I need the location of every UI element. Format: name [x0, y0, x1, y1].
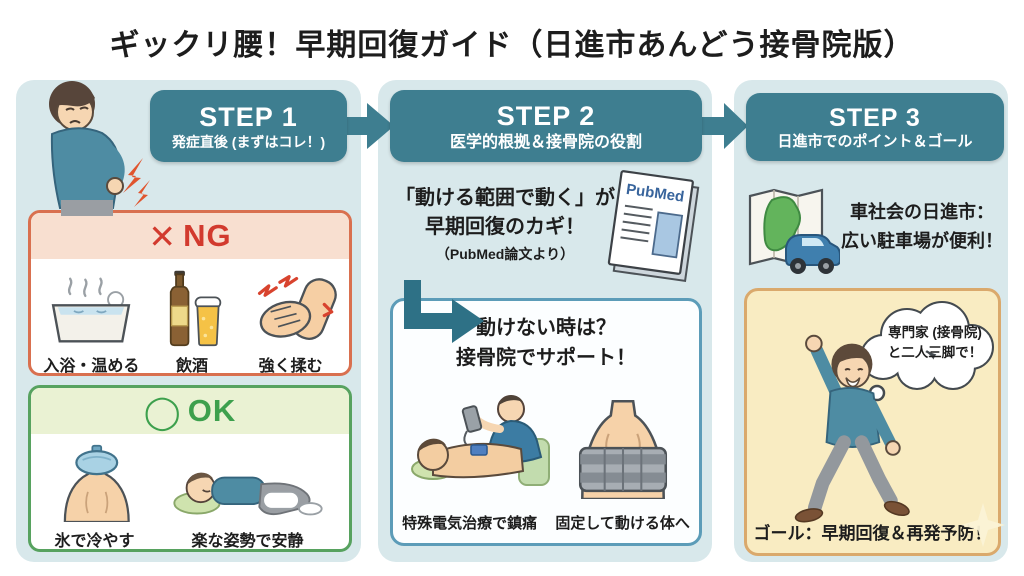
ng-item-massage: 強く揉む [245, 273, 337, 375]
step3-header: STEP 3 日進市でのポイント＆ゴール [746, 93, 1004, 161]
pubmed-paper-icon: PubMed [607, 170, 700, 282]
support-box: 動けない時は？ 接骨院でサポート！ 特殊電気 [390, 298, 702, 546]
thought-line1: 専門家 (接骨院) [888, 325, 982, 340]
support-heading-line1: 動けない時は？ [476, 317, 616, 339]
elbow-arrow-icon [404, 280, 484, 343]
ice-pack-back-icon [63, 444, 130, 522]
beer-icon [169, 270, 222, 347]
ok-header: ◯ OK [31, 388, 349, 434]
caption-brace: 固定して動ける体へ [555, 515, 690, 532]
car-message-line1: 車社会の日進市： [850, 202, 994, 222]
ng-heading: NG [183, 218, 232, 253]
map-car-icon [748, 188, 840, 274]
arrow-right-icon [338, 103, 394, 149]
ok-item-label: 楽な姿勢で安静 [191, 533, 304, 550]
arrow-right-icon [698, 103, 748, 149]
goal-box: 専門家 (接骨院) と二人三脚で！ ゴール：早期回復＆再発予防！ [744, 288, 1005, 556]
ok-item-ice: 氷で冷やす [49, 444, 141, 550]
bathtub-icon [52, 277, 131, 343]
goal-text: ゴール：早期回復＆再発予防！ [753, 524, 992, 543]
key-message-source: （PubMed論文より） [435, 246, 575, 262]
ng-item-bath: 入浴・温める [43, 275, 140, 375]
car-message-line2: 広い駐車場が便利！ [841, 230, 1003, 251]
key-message-line1: 「動ける範囲で動く」が [395, 187, 615, 209]
step3-label: STEP 3 [829, 104, 921, 132]
step2-subtitle: 医学的根拠＆接骨院の役割 [449, 133, 642, 151]
thought-line2: と二人三脚で！ [887, 345, 983, 361]
recovered-person-icon [794, 334, 910, 523]
lumbar-brace-icon [578, 400, 668, 499]
step3-subtitle: 日進市でのポイント＆ゴール [777, 133, 973, 150]
cross-icon: ✕ [148, 217, 177, 255]
ok-items: 氷で冷やす 楽な姿勢で安静 [31, 434, 349, 550]
step2-header: STEP 2 医学的根拠＆接骨院の役割 [390, 90, 702, 162]
ok-card: ◯ OK 氷で冷やす [28, 385, 352, 552]
ng-header: ✕ NG [31, 213, 349, 259]
ng-item-alcohol: 飲酒 [152, 269, 232, 375]
step1-subtitle: 発症直後 (まずはコレ！) [171, 133, 326, 150]
step1-header: STEP 1 発症直後 (まずはコレ！) [150, 90, 347, 162]
page-title: ギックリ腰！早期回復ガイド（日進市あんどう接骨院版） [109, 29, 915, 62]
back-pain-person-icon [49, 81, 150, 216]
ok-heading: OK [187, 393, 237, 428]
step1-label: STEP 1 [199, 102, 298, 133]
ng-items: 入浴・温める 飲酒 [31, 259, 349, 375]
thought-bubble-text: 専門家 (接骨院) と二人三脚で！ [875, 323, 995, 364]
step2-label: STEP 2 [496, 101, 596, 132]
caption-electro-therapy: 特殊電気治療で鎮痛 [402, 515, 538, 532]
ng-item-label: 飲酒 [175, 358, 208, 375]
ok-item-rest: 楽な姿勢で安静 [164, 454, 332, 550]
circle-icon: ◯ [143, 392, 181, 430]
massage-hands-icon [257, 275, 337, 340]
key-message: 「動ける範囲で動く」が 早期回復のカギ！ （PubMed論文より） [384, 184, 626, 264]
car-message: 車社会の日進市： 広い駐車場が便利！ [838, 198, 1006, 256]
support-heading-line2: 接骨院でサポート！ [456, 347, 636, 369]
key-message-line2: 早期回復のカギ！ [425, 216, 585, 238]
sparkle-icon [961, 503, 1005, 547]
lying-person-icon [172, 472, 323, 516]
electro-therapy-icon [411, 395, 550, 486]
ng-item-label: 強く揉む [258, 358, 323, 375]
ok-item-label: 氷で冷やす [54, 533, 135, 550]
ng-card: ✕ NG 入浴・温める [28, 210, 352, 376]
ng-item-label: 入浴・温める [43, 358, 140, 375]
